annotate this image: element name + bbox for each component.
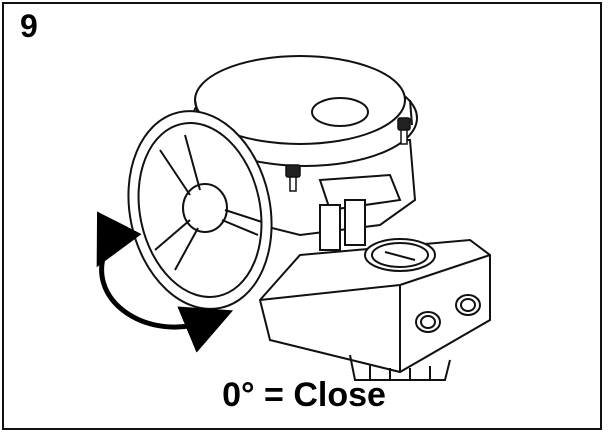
step-number: 9 bbox=[20, 8, 38, 44]
rotation-arrow-icon bbox=[96, 211, 234, 353]
cover-bolts bbox=[285, 117, 411, 192]
cable-gland-right bbox=[455, 294, 481, 316]
actuator-top-cover bbox=[192, 55, 418, 167]
caption-text: 0° = Close bbox=[222, 376, 386, 414]
cable-gland-left bbox=[415, 311, 441, 333]
actuator-base bbox=[258, 238, 491, 374]
actuator-flange bbox=[349, 354, 451, 381]
